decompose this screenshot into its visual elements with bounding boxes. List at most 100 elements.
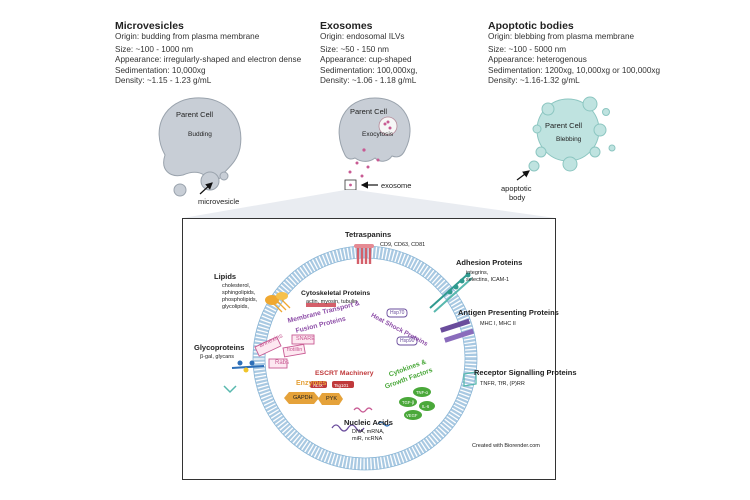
mv-parent-label: Parent Cell xyxy=(176,110,214,119)
nucleic-item-1: DNA, mRNA, xyxy=(352,429,385,435)
adhesion-item-1: integrins, xyxy=(466,270,489,276)
adhesion-protein xyxy=(429,272,473,313)
vegf-shape xyxy=(404,410,422,420)
glycoprotein xyxy=(223,360,265,394)
gapdh-shape xyxy=(284,392,319,404)
lipids-item-3: phospholipids, xyxy=(222,297,258,303)
exosomes-density: Density: ~1.06 - 1.18 g/mL xyxy=(320,76,417,85)
microvesicle-tiny xyxy=(219,171,229,181)
pyk-shape xyxy=(318,393,343,405)
rabs-label: Rabs xyxy=(275,360,290,366)
tgf-shape xyxy=(399,397,417,407)
gapdh-label: GAPDH xyxy=(293,395,313,401)
microvesicles-info: Microvesicles Origin: budding from plasm… xyxy=(115,20,301,87)
adhesion-item-2: selectins, ICAM-1 xyxy=(466,277,510,283)
microvesicles-origin: Origin: budding from plasma membrane xyxy=(115,32,260,41)
zoom-wedge xyxy=(183,190,555,218)
apoptotic-density: Density: ~1.16-1.32 g/mL xyxy=(488,76,580,85)
tetraspanins-title: Tetraspanins xyxy=(345,230,392,239)
glycoproteins-title: Glycoproteins xyxy=(194,343,245,352)
membrane-inner xyxy=(264,257,466,459)
flotillin-label: flotillin xyxy=(287,347,303,353)
exosomes-title: Exosomes xyxy=(320,20,373,32)
exosomes-sedimentation: Sedimentation: 100,000xg, xyxy=(320,65,418,75)
apoptotic-title: Apoptotic bodies xyxy=(488,20,574,32)
exosome-parent-cell xyxy=(338,97,411,191)
antigen-title: Antigen Presenting Proteins xyxy=(458,308,559,317)
escrt-title: ESCRT Machinery xyxy=(315,370,374,377)
microvesicle-small xyxy=(173,183,187,197)
vegf-label: VEGF xyxy=(406,413,418,418)
tnf-shape xyxy=(413,387,431,397)
lipid-molecules xyxy=(265,292,291,313)
lipids-item-4: glycolipids, xyxy=(222,304,249,310)
nucleic-title: Nucleic Acids xyxy=(344,418,393,427)
blebbing-label: Blebbing xyxy=(556,136,582,143)
membrane-transport-boxes xyxy=(254,334,315,369)
microvesicle-arrow xyxy=(199,182,213,195)
nucleic-item-2: miR, ncRNA xyxy=(352,436,383,442)
alix-label: ALIX xyxy=(313,383,323,388)
exosomes-origin: Origin: endosomal ILVs xyxy=(320,32,405,41)
exosomes-size: Size: ~50 - 150 nm xyxy=(320,44,389,54)
microvesicles-density: Density: ~1.15 - 1.23 g/mL xyxy=(115,76,212,85)
budding-vesicle xyxy=(200,171,220,191)
adhesion-title: Adhesion Proteins xyxy=(456,258,523,267)
cytoskeletal-filament xyxy=(306,303,336,307)
il6-shape xyxy=(419,401,435,411)
apoptotic-body xyxy=(528,160,540,172)
microvesicle-label: microvesicle xyxy=(198,197,240,206)
tgf-label: TGF-β xyxy=(402,400,415,405)
rna-strand xyxy=(331,424,365,432)
hsp90-label: Hsp90 xyxy=(400,338,415,344)
lipids-title: Lipids xyxy=(214,272,237,281)
antigen-items: MHC I, MHC II xyxy=(480,321,516,327)
tnf-label: TNF-α xyxy=(416,390,428,395)
apoptotic-appearance: Appearance: heterogenous xyxy=(488,55,587,64)
hsp70-label: Hsp70 xyxy=(390,310,405,316)
exo-parent-label: Parent Cell xyxy=(350,107,388,116)
apoptotic-label-1: apoptotic xyxy=(501,184,532,193)
exocytosis-label: Exocytosis xyxy=(362,131,394,138)
lipids-item-1: cholesterol, xyxy=(222,283,251,289)
microvesicles-title: Microvesicles xyxy=(115,20,184,32)
exosomes-info: Exosomes Origin: endosomal ILVs Size: ~5… xyxy=(320,20,417,87)
lipids-item-2: sphingolipids, xyxy=(222,290,256,296)
apoptotic-size: Size: ~100 - 5000 nm xyxy=(488,44,567,54)
apoptotic-label-2: body xyxy=(509,193,526,202)
glycoproteins-items: β-gal, glycans xyxy=(200,354,235,360)
tsg101-box xyxy=(332,381,354,388)
apoptotic-origin: Origin: blebbing from plasma membrane xyxy=(488,32,635,41)
apo-parent-label: Parent Cell xyxy=(545,121,583,130)
cytoskeletal-items: actin, myosin, tubulin xyxy=(306,299,358,305)
exosome-label: exosome xyxy=(381,181,412,190)
rna-strand-2 xyxy=(353,407,373,413)
enzymes-title: Enzymes xyxy=(296,380,327,387)
apoptotic-arrow xyxy=(516,170,530,181)
tsg101-label: Tsg101 xyxy=(334,383,349,388)
tetraspanins-items: CD9, CD63, CD81 xyxy=(380,242,426,248)
heat-shock-boxes xyxy=(386,308,418,346)
credit-text: Created with Biorender.com xyxy=(472,443,540,449)
snare-label: SNARE xyxy=(296,336,315,342)
exosome-composition-svg xyxy=(223,244,478,471)
mvb xyxy=(378,116,398,136)
apoptotic-info: Apoptotic bodies Origin: blebbing from p… xyxy=(488,20,660,87)
microvesicles-sedimentation: Sedimentation: 10,000xg xyxy=(115,65,206,75)
receptor-protein xyxy=(463,371,477,387)
alix-box xyxy=(310,381,327,388)
receptor-title: Receptor Signalling Proteins xyxy=(474,368,577,377)
antigen-protein xyxy=(440,318,475,343)
receptor-items: TNFR, TfR, (P)RR xyxy=(480,381,525,387)
rna-strand-3 xyxy=(377,421,391,427)
microvesicles-size: Size: ~100 - 1000 nm xyxy=(115,44,194,54)
exosomes-appearance: Appearance: cup-shaped xyxy=(320,55,412,64)
microvesicles-appearance: Appearance: irregularly-shaped and elect… xyxy=(115,55,302,64)
budding-label: Budding xyxy=(188,131,212,138)
apoptotic-sedimentation: Sedimentation: 1200xg, 10,000xg or 100,0… xyxy=(488,65,661,75)
apoptotic-parent-cell xyxy=(528,96,616,172)
il6-label: IL-6 xyxy=(422,404,430,409)
pyk-label: PYK xyxy=(326,396,338,402)
cytoskeletal-title: Cytoskeletal Proteins xyxy=(301,290,371,297)
